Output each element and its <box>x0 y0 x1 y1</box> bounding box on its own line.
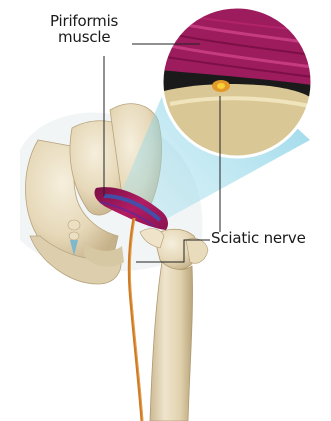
piriformis-label-line2: muscle <box>50 30 140 46</box>
sciatic-nerve-label: Sciatic nerve <box>211 231 306 247</box>
piriformis-label: Piriformis muscle <box>50 14 140 46</box>
